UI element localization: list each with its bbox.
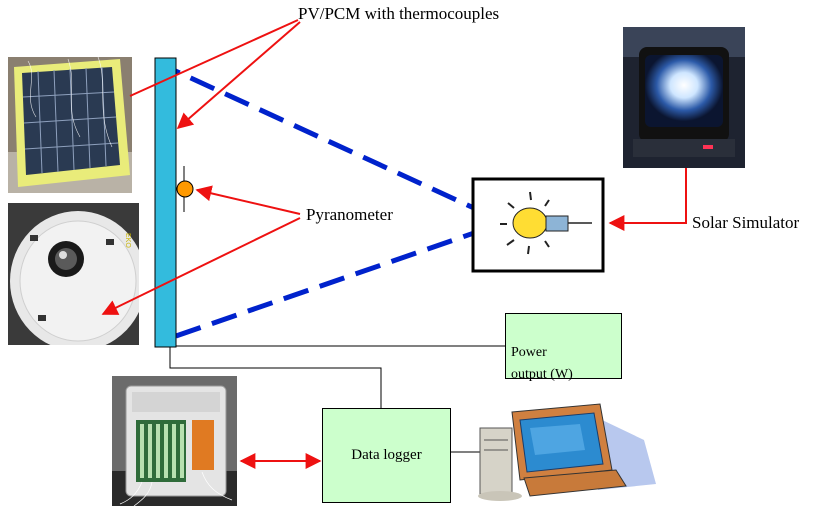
data-logger-label: Data logger	[351, 447, 422, 463]
simulator-arrow	[608, 168, 687, 231]
pyranometer-arrow-to-photo	[101, 217, 301, 315]
light-beam-lines	[154, 59, 502, 339]
lamp-icon	[471, 177, 605, 273]
pyranometer-label: Pyranometer	[306, 205, 393, 224]
light-beam-lower	[175, 221, 501, 339]
pv-panel-bar	[154, 57, 177, 348]
svg-text:EKO: EKO	[124, 233, 131, 248]
solar-simulator-label: Solar Simulator	[692, 213, 800, 232]
panel-to-logger-line	[169, 347, 382, 408]
pyranometer-arrow-to-sensor	[195, 185, 301, 215]
annotation-arrows	[101, 19, 687, 469]
pv-pcm-label: PV/PCM with thermocouples	[298, 4, 500, 23]
data-logger-box: Data logger	[322, 408, 451, 503]
computer-icon	[478, 403, 656, 501]
pyranometer-sensor	[176, 166, 194, 212]
power-output-label: Power output (W)	[511, 345, 573, 382]
pv-arrow-to-photo	[129, 19, 299, 97]
light-beam-upper	[154, 59, 502, 223]
power-output-box: Power output (W)	[505, 313, 622, 382]
pv-arrow-to-panel	[176, 21, 301, 130]
solar-simulator-photo	[623, 27, 745, 168]
pv-pcm-photo	[8, 57, 132, 193]
data-logger-photo	[112, 376, 237, 506]
